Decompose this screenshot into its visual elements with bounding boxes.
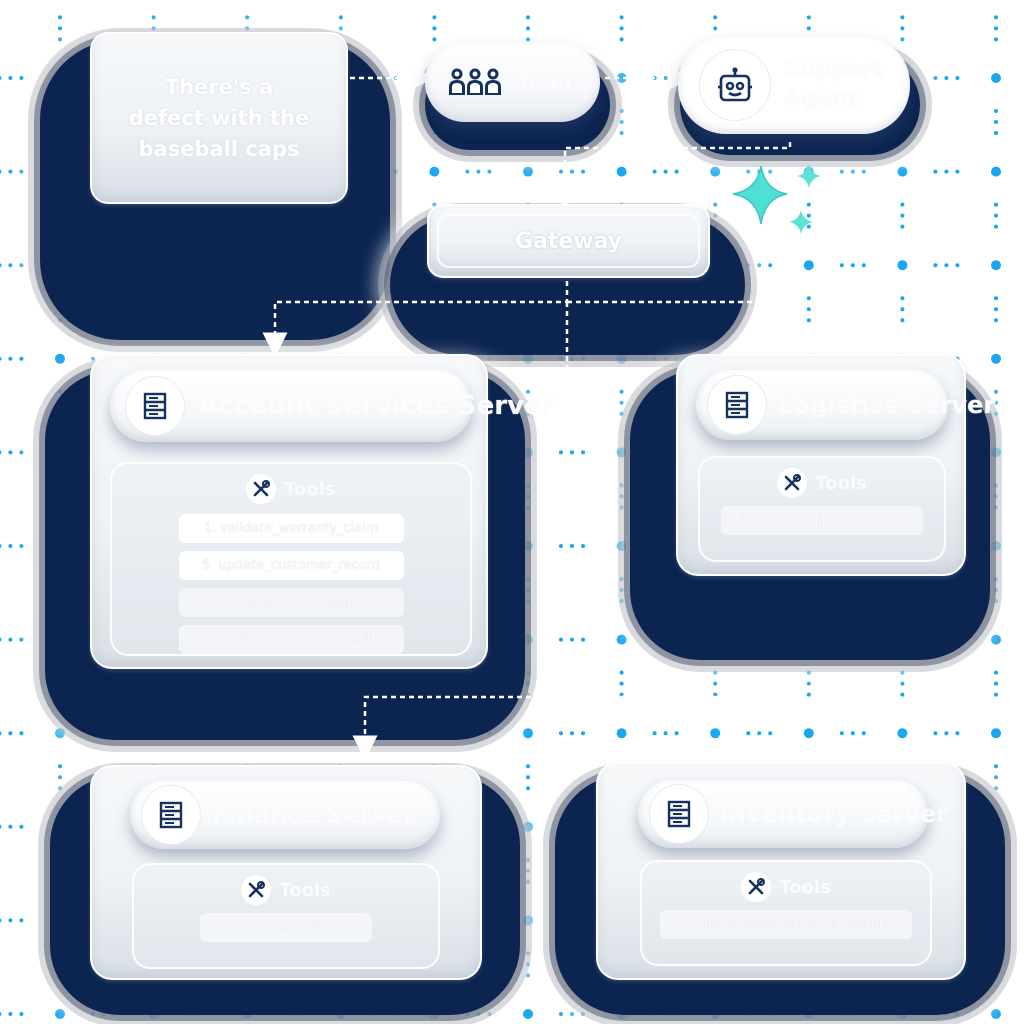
tools-panel: Tools 2. process_refund <box>132 863 440 969</box>
server-icon <box>650 785 708 843</box>
gateway-node[interactable]: Gateway <box>427 204 710 278</box>
server-header-logistics[interactable]: Logistics Server <box>696 370 995 440</box>
tools-header: Tools <box>112 474 470 504</box>
tool-item[interactable]: 3. check_replacement_inventory <box>660 910 912 939</box>
tools-icon <box>777 468 808 498</box>
tool-item[interactable]: 5. update_customer_record <box>178 551 404 580</box>
sparkle-icon <box>732 164 821 234</box>
tool-item[interactable]: 1. validate_warranty_claim <box>178 514 404 543</box>
support-agent-label: Support Agent <box>784 57 884 112</box>
support-agent-node[interactable]: Support Agent <box>678 36 910 134</box>
server-name: Finance Server <box>212 801 416 829</box>
connector-gateway-to-account <box>262 272 569 358</box>
tools-header: Tools <box>700 468 944 498</box>
tools-panel: Tools 1. validate_warranty_claim 5. upda… <box>110 462 472 656</box>
server-card-account-services: Account Services Server Tools 1. validat… <box>90 354 555 669</box>
tools-panel: Tools 4. create_shipment_order <box>698 456 946 562</box>
prompt-text: There's a defect with the baseball caps <box>128 74 310 161</box>
tools-icon <box>246 474 277 504</box>
tool-item[interactable]: 7. update_customer_health <box>178 625 404 654</box>
user-node[interactable]: User <box>425 42 600 122</box>
tool-item[interactable]: 6. send_confirmation <box>178 588 404 617</box>
tools-header: Tools <box>134 875 438 905</box>
server-icon <box>142 786 200 844</box>
connector-to-finance <box>352 695 567 761</box>
server-card-logistics: Logistics Server Tools 4. create_shipmen… <box>676 354 995 576</box>
gateway-label: Gateway <box>514 228 623 254</box>
server-name: Logistics Server <box>778 391 996 419</box>
users-group-icon <box>445 53 505 111</box>
server-header-finance[interactable]: Finance Server <box>130 781 440 849</box>
tools-title: Tools <box>779 876 831 898</box>
tools-header: Tools <box>642 872 930 902</box>
server-card-finance: Finance Server Tools 2. process_refund <box>90 765 482 980</box>
tools-title: Tools <box>279 879 331 901</box>
server-header-account-services[interactable]: Account Services Server <box>110 370 555 442</box>
connector-to-inventory <box>567 695 785 761</box>
tool-item[interactable]: 2. process_refund <box>200 913 372 942</box>
tools-title: Tools <box>284 478 336 500</box>
server-icon <box>126 377 184 435</box>
connector-gateway-to-logistics <box>567 300 831 358</box>
robot-icon <box>700 50 770 120</box>
tool-item[interactable]: 4. create_shipment_order <box>721 506 923 535</box>
tools-panel: Tools 3. check_replacement_inventory <box>640 860 932 966</box>
server-header-inventory[interactable]: Inventory Server <box>638 780 948 848</box>
server-name: Account Services Server <box>198 391 555 421</box>
connector-agent-to-gateway <box>552 142 792 211</box>
prompt-card: There's a defect with the baseball caps <box>90 32 348 204</box>
server-icon <box>708 376 766 434</box>
server-card-inventory: Inventory Server Tools 3. check_replacem… <box>596 762 966 980</box>
server-name: Inventory Server <box>720 800 948 828</box>
tools-title: Tools <box>815 472 867 494</box>
user-node-label: User <box>519 69 576 95</box>
tools-icon <box>241 875 272 905</box>
tools-icon <box>741 872 772 902</box>
